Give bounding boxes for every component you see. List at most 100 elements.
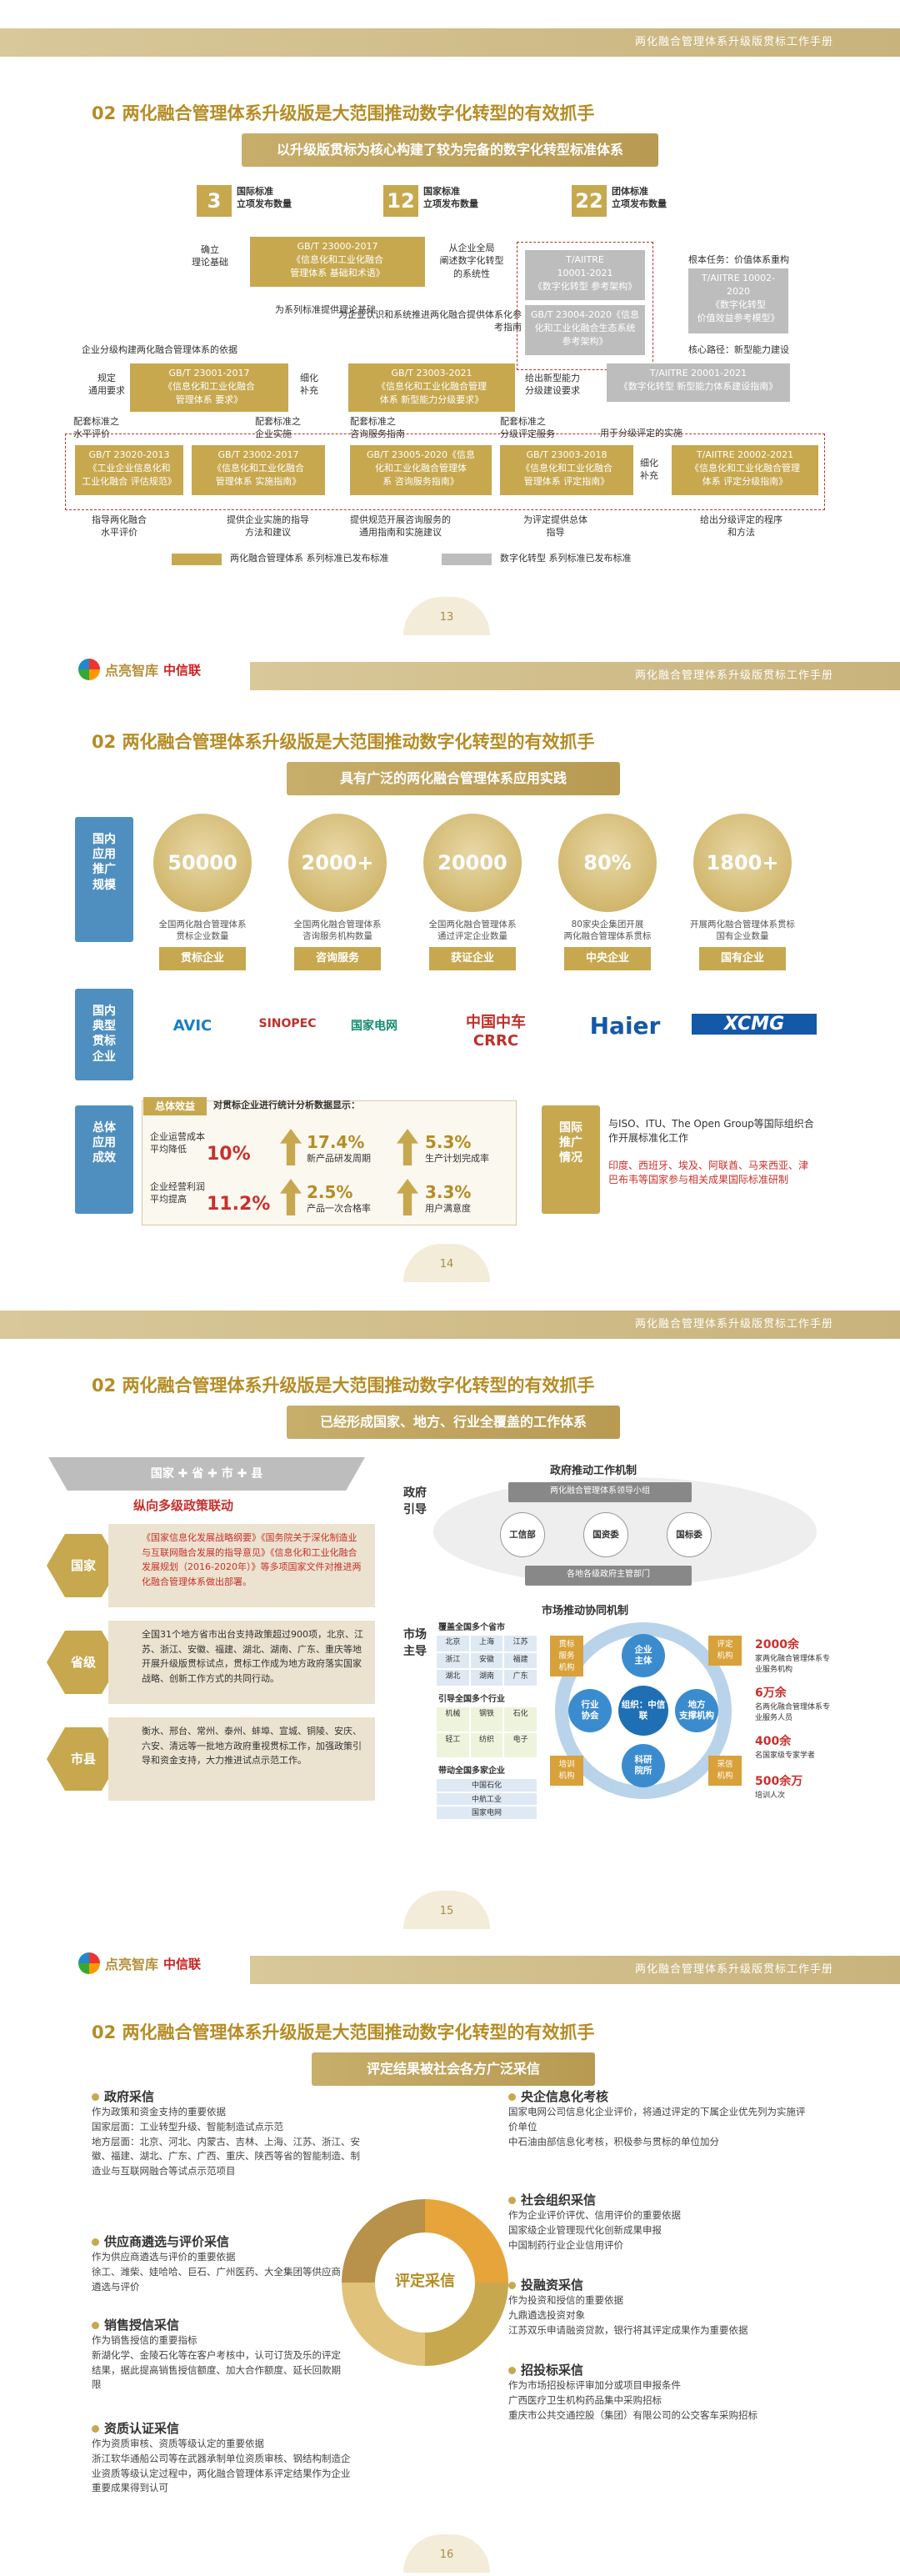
legend-gold-swatch [172, 554, 222, 565]
province-chip: 福建 [504, 1652, 537, 1669]
market-center: 组织：中信联 [618, 1686, 668, 1736]
m3-label: 产品一次合格率 [307, 1203, 371, 1214]
industry-chip: 石化 [504, 1707, 537, 1732]
dxzk-logo-icon [78, 659, 100, 680]
profit-val: 11.2% [207, 1194, 271, 1215]
right-item-title: 央企信息化考核 [508, 2087, 808, 2105]
province-chip: 湖北 [437, 1670, 469, 1686]
right-item-2: 投融资采信 作为投资和授信的重要依据 九鼎遴选投资对象 江苏双乐申请融资贷款，银… [508, 2276, 808, 2338]
right-item-sub: 作为企业评价评优、信用评价的重要依据 [508, 2209, 681, 2221]
effect-title: 对贯标企业进行统计分析数据显示： [213, 1100, 360, 1110]
header-bar: 两化融合管理体系升级版贯标工作手册 [250, 662, 900, 690]
city-text: 衡水、邢台、常州、泰州、蚌埠、宣城、铜陵、安庆、六安、清远等一批地方政府重视贯标… [108, 1717, 375, 1801]
circle-tag: 贯标企业 [159, 947, 246, 970]
slide-banner: 具有广泛的两化融合管理体系应用实践 [287, 762, 620, 795]
right-item-body: 广西医疗卫生机构药品集中采购招标 重庆市公共交通控股（集团）有限公司的公交客车采… [508, 2393, 758, 2421]
node-enterprise: 企业 主体 [622, 1634, 665, 1677]
left-item-sub: 作为资质审核、资质等级认定的重要依据 [92, 2438, 264, 2449]
note-2: 提供企业实施的指导 方法和建议 [227, 514, 309, 539]
ministry-1: 工信部 [500, 1512, 545, 1557]
industry-chip: 轻工 [437, 1733, 469, 1757]
note-1: 指导两化融合 水平评价 [92, 514, 147, 539]
side-typical: 国内 典型 贯标 企业 [75, 989, 133, 1080]
right-item-body: 国家级企业管理现代化创新成果申报 中国制药行业企业信用评价 [508, 2223, 662, 2251]
page-number: 13 [403, 597, 490, 635]
logo-group: 点亮智库 中信联 [78, 659, 201, 680]
cxl-logo-text: 中信联 [163, 1956, 202, 1972]
std-t10001: T/AIITRE 10001-2021 《数字化转型 参考架构》 [525, 250, 645, 300]
slide-banner: 以升级版贯标为核心构建了较为完备的数字化转型标准体系 [242, 133, 658, 167]
left-item-title: 政府采信 [92, 2087, 367, 2105]
cost-val: 10% [207, 1144, 251, 1165]
national-text: 《国家信息化发展战略纲要》《国务院关于深化制造业与互联网融合发展的指导意见》《信… [108, 1524, 375, 1607]
m1-label: 新产品研发周期 [307, 1153, 371, 1164]
section-title: 02 两化融合管理体系升级版是大范围推动数字化转型的有效抓手 [92, 732, 595, 752]
std-t20001: T/AIITRE 20001-2021 《数字化转型 新型能力体系建设指南》 [607, 363, 790, 402]
stat-national-num: 12 [383, 185, 418, 217]
stat-intl-num: 3 [197, 185, 232, 217]
header-bar: 两化融合管理体系升级版贯标工作手册 [250, 1956, 900, 1984]
stat-intl-label: 国际标准 立项发布数量 [237, 186, 292, 210]
dxzk-logo-text: 点亮智库 [105, 663, 159, 679]
std-gbt23020: GB/T 23020-2013 《工业企业信息化和 工业化融合 评估规范》 [75, 445, 183, 495]
left-item-2: 销售授信采信 作为销售授信的重要指标 新湖化学、金陵石化等在客户考核中，认可订货… [92, 2316, 342, 2393]
std-gbt23004: GB/T 23004-2020《信息 化和工业化融合生态系统 参考架构》 [525, 305, 645, 355]
cost-label: 企业运营成本 平均降低 [150, 1131, 205, 1155]
dashed-group-mid [517, 242, 653, 370]
circle-desc: 全国两化融合管理体系 贯标企业数量 [158, 920, 247, 942]
outer-adopt: 采信 机构 [708, 1756, 742, 1786]
levels-title: 纵向多级政策联动 [133, 1498, 234, 1513]
page-number: 15 [403, 1891, 490, 1929]
cxl-logo-text: 中信联 [163, 662, 202, 678]
province-chip: 浙江 [437, 1652, 469, 1669]
std-gbt23001: GB/T 23001-2017 《信息化和工业化融合 管理体系 要求》 [130, 363, 288, 412]
central-chip: 中航工业 [437, 1792, 537, 1806]
left-item-0: 政府采信 作为政策和资金支持的重要依据 国家层面：工业转型升级、智能制造试点示范… [92, 2087, 367, 2179]
slide-13: 两化融合管理体系升级版贯标工作手册 02 两化融合管理体系升级版是大范围推动数字… [0, 0, 900, 642]
effect-tag: 总体效益 [143, 1097, 207, 1115]
provide-basis: 为系列标准提供理论基础 [275, 304, 376, 315]
brand-xcmg: XCMG [692, 1014, 817, 1035]
section-title: 02 两化融合管理体系升级版是大范围推动数字化转型的有效抓手 [92, 103, 595, 123]
bullet-icon [92, 2093, 99, 2101]
circle-80: 80% [558, 814, 657, 912]
support-2: 配套标准之 企业实施 [255, 416, 301, 440]
province-grid: 北京 上海 江苏 浙江 安徽 福建 湖北 湖南 广东 [437, 1636, 537, 1686]
support-1: 配套标准之 水平评价 [73, 416, 119, 440]
right-item-sub: 作为投资和授信的重要依据 [508, 2294, 623, 2306]
std-t10002: T/AIITRE 10002- 2020 《数字化转型 价值效益参考模型》 [688, 268, 788, 333]
right-item-body: 九鼎遴选投资对象 江苏双乐申请融资贷款，银行将其评定成果作为重要依据 [508, 2308, 748, 2336]
province-chip: 湖南 [470, 1670, 503, 1686]
node-local: 地方 支撑机构 [675, 1689, 718, 1732]
left-item-3: 资质认证采信 作为资质审核、资质等级认定的重要依据 浙江软华通船公司等在武器承制… [92, 2419, 358, 2496]
circle-tag: 获证企业 [429, 947, 516, 970]
stat3-text: 名国家级专家学者 [755, 1752, 816, 1760]
stat2-num: 6万余 [755, 1686, 787, 1700]
header-bar: 两化融合管理体系升级版贯标工作手册 [0, 1311, 900, 1339]
left-item-title: 资质认证采信 [92, 2419, 358, 2437]
std-t20002: T/AIITRE 20002-2021 《信息化和工业化融合管理 体系 评定分级… [672, 445, 818, 495]
left-item-sub: 作为供应商遴选与评价的重要依据 [92, 2251, 236, 2263]
legend-gold-label: 两化融合管理体系 系列标准已发布标准 [230, 553, 389, 564]
industry-chip: 钢铁 [470, 1707, 503, 1732]
ministry-2: 国资委 [583, 1512, 628, 1557]
std-gbt23006: GB/T 23003-2018 《信息化和工业化融合 管理体系 评定指南》 [500, 445, 633, 495]
province-chip: 江苏 [504, 1636, 537, 1651]
legend-gray-label: 数字化转型 系列标准已发布标准 [500, 553, 632, 564]
outer-service: 贯标 服务 机构 [550, 1636, 583, 1677]
right-item-3: 招投标采信 作为市场招投标评审加分或项目申报条件 广西医疗卫生机构药品集中采购招… [508, 2361, 817, 2423]
section-title: 02 两化融合管理体系升级版是大范围推动数字化转型的有效抓手 [92, 1376, 595, 1396]
right-item-body: 国家电网公司信息化企业评价，将通过评定的下属企业优先列为实施评价单位 中石油由部… [508, 2106, 806, 2148]
page-number: 14 [403, 1244, 490, 1282]
brand-sgcc: 国家电网 [351, 1020, 398, 1033]
circle-desc: 80家央企集团开展 两化融合管理体系贯标 [563, 920, 652, 942]
note-4: 为评定提供总体 指导 [523, 514, 588, 539]
node-association: 行业 协会 [568, 1689, 612, 1732]
industry-chip: 纺织 [470, 1733, 503, 1757]
m4-label: 用户满意度 [425, 1203, 471, 1214]
ecosystem-label: 为企业认识和系统推进两化融合提供体系化参考指南 [338, 309, 522, 333]
circle-tag: 中央企业 [564, 947, 651, 970]
bullet-icon [92, 2425, 99, 2433]
legend-gray-swatch [442, 554, 492, 565]
supplement-label: 细化 补充 [300, 373, 318, 397]
